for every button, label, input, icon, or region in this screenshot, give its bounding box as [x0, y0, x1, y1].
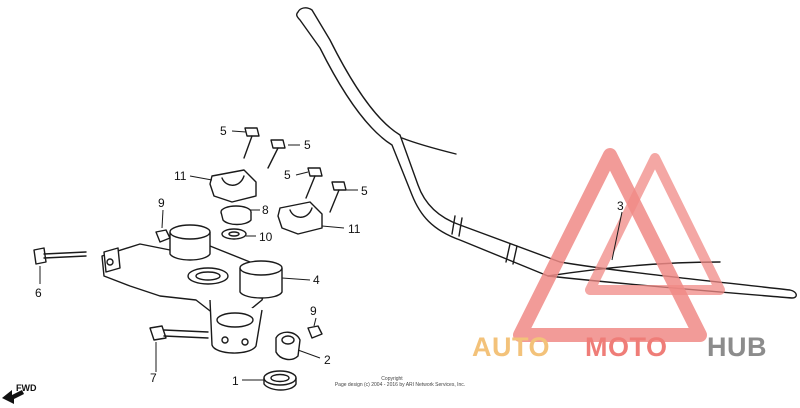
copyright-line1: Copyright: [381, 376, 403, 382]
rubber-cushion: [220, 205, 252, 226]
bolt-5c: [305, 167, 323, 199]
bolt-7: [149, 325, 209, 341]
callout-7: 7: [150, 371, 157, 385]
watermark-hub: HUB: [707, 332, 767, 362]
watermark-moto: MOTO: [585, 332, 668, 362]
callout-6: 6: [35, 286, 42, 300]
triangle-mark-inner: [585, 153, 725, 295]
callout-9b: 9: [310, 304, 317, 318]
bolt-6: [33, 247, 87, 265]
washer: [221, 228, 247, 240]
copyright-line2: Page design (c) 2004 - 2016 by ARI Netwo…: [335, 382, 465, 388]
handlebar: [296, 7, 797, 299]
copyright: Copyright Page design (c) 2004 - 2016 by…: [335, 376, 465, 388]
nut-9b: [307, 325, 323, 339]
callout-10: 10: [259, 230, 273, 244]
callout-11b: 11: [348, 222, 361, 236]
fwd-label: FWD: [16, 383, 37, 393]
wire-clamp: [275, 331, 301, 361]
watermark-logo: AUTO MOTO HUB: [472, 148, 767, 362]
leader-lines: [39, 130, 623, 381]
callout-5d: 5: [361, 184, 368, 198]
callout-1: 1: [232, 374, 239, 388]
handlebar-holder-right: [277, 201, 323, 235]
triangle-mark: [513, 148, 707, 342]
bolt-5a: [243, 127, 260, 159]
callout-5c: 5: [284, 168, 291, 182]
bolt-5b: [267, 139, 286, 169]
dust-seal: [263, 370, 297, 391]
part-callouts: 5 5 5 5 11 11 8 10 9 9 6 4 2 1 7 3: [35, 124, 624, 388]
callout-4: 4: [313, 273, 320, 287]
nut-9a: [155, 229, 171, 243]
bolt-5d: [329, 181, 347, 213]
top-bridge: [101, 224, 283, 354]
callout-3: 3: [617, 199, 624, 213]
callout-8: 8: [262, 203, 269, 217]
callout-11a: 11: [174, 169, 187, 183]
watermark-auto: AUTO: [472, 332, 550, 362]
fwd-indicator: FWD: [2, 383, 37, 404]
callout-5b: 5: [304, 138, 311, 152]
handlebar-holder-left: [209, 169, 257, 203]
callout-5a: 5: [220, 124, 227, 138]
fwd-arrow-icon: [2, 390, 24, 404]
callout-9a: 9: [158, 196, 165, 210]
callout-2: 2: [324, 353, 331, 367]
